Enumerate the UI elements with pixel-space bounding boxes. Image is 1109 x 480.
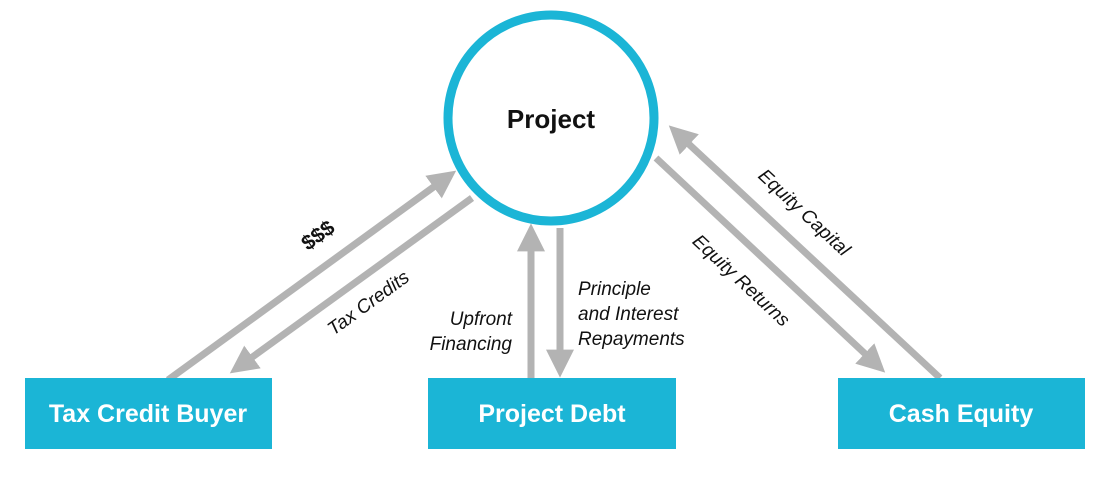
- arrow-equity-returns: [653, 155, 886, 373]
- upfront-financing-label-line2: Financing: [430, 334, 513, 355]
- flow-arrows: [165, 125, 943, 383]
- project-debt-node: Project Debt: [428, 378, 676, 449]
- arrow-equity-capital: [668, 125, 943, 381]
- equity-returns-label: Equity Returns: [688, 231, 794, 332]
- upfront-financing-label-line1: Upfront: [450, 309, 513, 330]
- arrow-dollars: [165, 170, 457, 383]
- principle-label-line1: Principle: [578, 279, 651, 300]
- tax-credit-buyer-label: Tax Credit Buyer: [49, 400, 247, 428]
- tax-credit-buyer-node: Tax Credit Buyer: [25, 378, 272, 449]
- principle-label-line2: and Interest: [578, 304, 679, 325]
- cash-equity-label: Cash Equity: [889, 400, 1034, 428]
- project-node: Project: [443, 10, 659, 226]
- dollars-label: $$$: [297, 216, 339, 255]
- cash-equity-node: Cash Equity: [838, 378, 1085, 449]
- arrow-tax-credits: [229, 195, 475, 374]
- tax-credits-label: Tax Credits: [324, 267, 414, 340]
- project-label: Project: [507, 104, 595, 134]
- project-debt-label: Project Debt: [478, 400, 626, 428]
- principle-label-line3: Repayments: [578, 329, 685, 350]
